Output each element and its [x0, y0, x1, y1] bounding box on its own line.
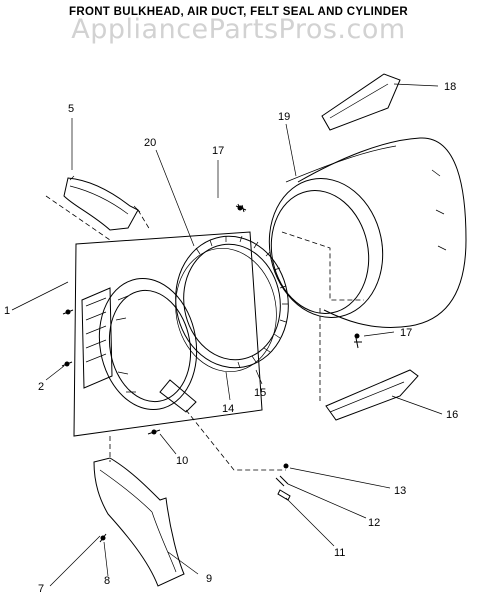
part-19-drum-cylinder[interactable] [257, 137, 467, 328]
callout-11: 11 [334, 547, 345, 559]
part-9-air-duct[interactable] [93, 457, 185, 587]
callout-10: 10 [176, 455, 188, 467]
callout-14: 14 [222, 403, 234, 415]
diagram-title: FRONT BULKHEAD, AIR DUCT, FELT SEAL AND … [69, 6, 408, 18]
callout-13: 13 [394, 485, 406, 497]
callout-5: 5 [68, 103, 74, 115]
callout-2: 2 [38, 381, 44, 393]
part-17-screw-upper[interactable] [235, 203, 247, 213]
part-5-duct-cover[interactable] [63, 175, 141, 231]
part-10-screw[interactable] [147, 429, 161, 435]
part-2-screw[interactable] [61, 361, 73, 367]
callout-7: 7 [38, 583, 44, 595]
callout-8: 8 [104, 575, 110, 587]
callout-12: 12 [368, 517, 380, 529]
callout-15: 15 [254, 387, 266, 399]
part-13-screw[interactable] [283, 463, 289, 469]
part-1-front-bulkhead[interactable] [73, 231, 263, 437]
part-11-clip[interactable] [277, 489, 291, 501]
part-8-screw[interactable] [99, 533, 107, 543]
callout-17-upper: 17 [212, 145, 224, 157]
callout-17-lower: 17 [400, 327, 412, 339]
part-14-felt-seal[interactable] [166, 240, 286, 379]
part-1-screw[interactable] [62, 309, 74, 315]
callout-1: 1 [4, 305, 10, 317]
callout-9: 9 [206, 573, 212, 585]
callout-18: 18 [444, 81, 456, 93]
part-17-screw-lower[interactable] [354, 333, 362, 349]
part-18-top-strip[interactable] [321, 73, 401, 131]
callout-20: 20 [144, 137, 156, 149]
part-12-clip[interactable] [275, 475, 289, 487]
watermark: AppliancePartsPros.com [71, 14, 406, 45]
callout-16: 16 [446, 409, 458, 421]
part-16-bottom-strip[interactable] [325, 369, 419, 421]
part-20-front-seal-ring[interactable] [165, 227, 298, 376]
callout-19: 19 [278, 111, 290, 123]
